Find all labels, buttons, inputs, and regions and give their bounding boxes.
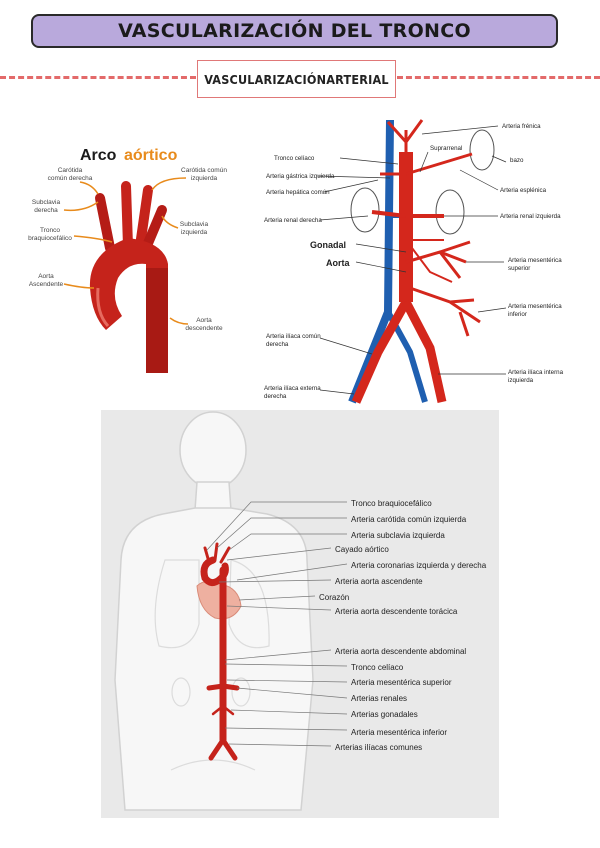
aortic-arch-vessels [89, 181, 168, 373]
abd-label-mes-sup-1: Arteria mesentérica [508, 257, 562, 264]
body-label-carotida: Arteria carótida común izquierda [351, 515, 467, 524]
abd-label-hepatica: Arteria hepática común [266, 189, 330, 196]
body-label-renales: Arterias renales [351, 694, 408, 703]
arch-label-aorta-asc-2: Ascendente [29, 281, 64, 288]
body-silhouette [114, 411, 314, 811]
abdominal-leader-lines [317, 125, 507, 395]
body-organ-outlines [154, 559, 270, 771]
body-label-tronco-celiaco: Tronco celíaco [351, 663, 404, 672]
body-label-aorta-abdominal: Arteria aorta descendente abdominal [335, 647, 467, 656]
arch-label-carotida-der-1: Carótida [58, 167, 83, 174]
spleen [469, 129, 495, 171]
abd-label-iliaca-interna-1: Arteria ilíaca interna [508, 369, 564, 376]
body-arteries [200, 542, 240, 761]
abd-label-iliaca-externa-1: Arteria ilíaca externa [264, 385, 321, 392]
abdominal-arteries-diagram: Arteria frénica Suprarrenal Tronco celía… [264, 119, 564, 404]
arch-label-subclavia-izq-1: Subclavia [180, 221, 209, 228]
abd-label-bazo: bazo [510, 157, 524, 164]
body-label-iliacas: Arterias ilíacas comunes [335, 743, 423, 752]
abd-label-aorta: Aorta [326, 258, 350, 268]
abd-label-gastrica: Arteria gástrica izquierda [266, 173, 335, 180]
arch-label-subclavia-der-2: derecha [34, 207, 58, 214]
arch-pointer-arrows [63, 177, 189, 325]
arch-label-aorta-desc-2: descendente [185, 325, 223, 332]
abdominal-aorta [351, 119, 481, 404]
abd-label-iliaca-comun-2: derecha [266, 341, 289, 348]
abd-label-iliaca-interna-2: izquierda [508, 377, 534, 384]
abd-label-frenica: Arteria frénica [502, 123, 541, 130]
body-label-tronco-braquio: Tronco braquiocefálico [351, 499, 432, 508]
right-kidney [350, 187, 380, 233]
abd-label-suprarrenal: Suprarrenal [430, 145, 462, 152]
aortic-arch-diagram: Arco aórtico Carótida común derecha Caró… [28, 147, 227, 373]
arch-label-carotida-izq-1: Carótida común [181, 167, 227, 174]
abd-label-iliaca-comun-1: Arteria ilíaca común [266, 333, 321, 340]
arch-heading-b: aórtico [124, 147, 178, 164]
abd-label-mes-inf-2: inferior [508, 311, 527, 318]
arch-label-tronco-2: braquiocefálico [28, 235, 72, 242]
arch-label-carotida-der-2: común derecha [48, 175, 93, 182]
body-arteries-diagram [101, 410, 499, 818]
abd-label-iliaca-externa-2: derecha [264, 393, 287, 400]
arch-label-aorta-asc-1: Aorta [38, 273, 54, 280]
abd-label-gonadal: Gonadal [310, 240, 346, 250]
section-subtitle: VASCULARIZACIÓNARTERIAL [197, 60, 396, 98]
body-label-gonadales: Arterias gonadales [351, 710, 418, 719]
abd-label-tronco-celiaco: Tronco celíaco [274, 155, 315, 162]
body-label-subclavia: Arteria subclavia izquierda [351, 531, 445, 540]
arch-label-subclavia-izq-2: izquierda [181, 229, 208, 236]
arch-label-subclavia-der-1: Subclavia [32, 199, 61, 206]
abd-label-mes-sup-2: superior [508, 265, 530, 272]
body-label-corazon: Corazón [319, 593, 350, 602]
body-label-aorta-toracica: Arteria aorta descendente torácica [335, 607, 458, 616]
body-label-cayado: Cayado aórtico [335, 545, 389, 554]
dashed-divider-right [397, 76, 600, 79]
body-label-mes-inf: Arteria mesentérica inferior [351, 728, 448, 737]
body-leader-lines [206, 501, 348, 747]
arch-label-aorta-desc-1: Aorta [196, 317, 212, 324]
body-label-mes-sup: Arteria mesentérica superior [351, 678, 452, 687]
arch-heading-a: Arco [80, 147, 117, 164]
dashed-divider-left [0, 76, 196, 79]
abd-label-esplenica: Arteria esplénica [500, 187, 547, 194]
abd-label-renal-der: Arteria renal derecha [264, 217, 322, 224]
left-kidney [435, 189, 465, 235]
page-title: VASCULARIZACIÓN DEL TRONCO [31, 14, 558, 48]
arch-label-carotida-izq-2: izquierda [191, 175, 218, 182]
arch-label-tronco-1: Tronco [40, 227, 60, 234]
body-label-coronarias: Arteria coronarias izquierda y derecha [351, 561, 487, 570]
abd-label-renal-izq: Arteria renal izquierda [500, 213, 561, 220]
abd-label-mes-inf-1: Arteria mesentérica [508, 303, 562, 310]
body-label-aorta-asc: Arteria aorta ascendente [335, 577, 423, 586]
